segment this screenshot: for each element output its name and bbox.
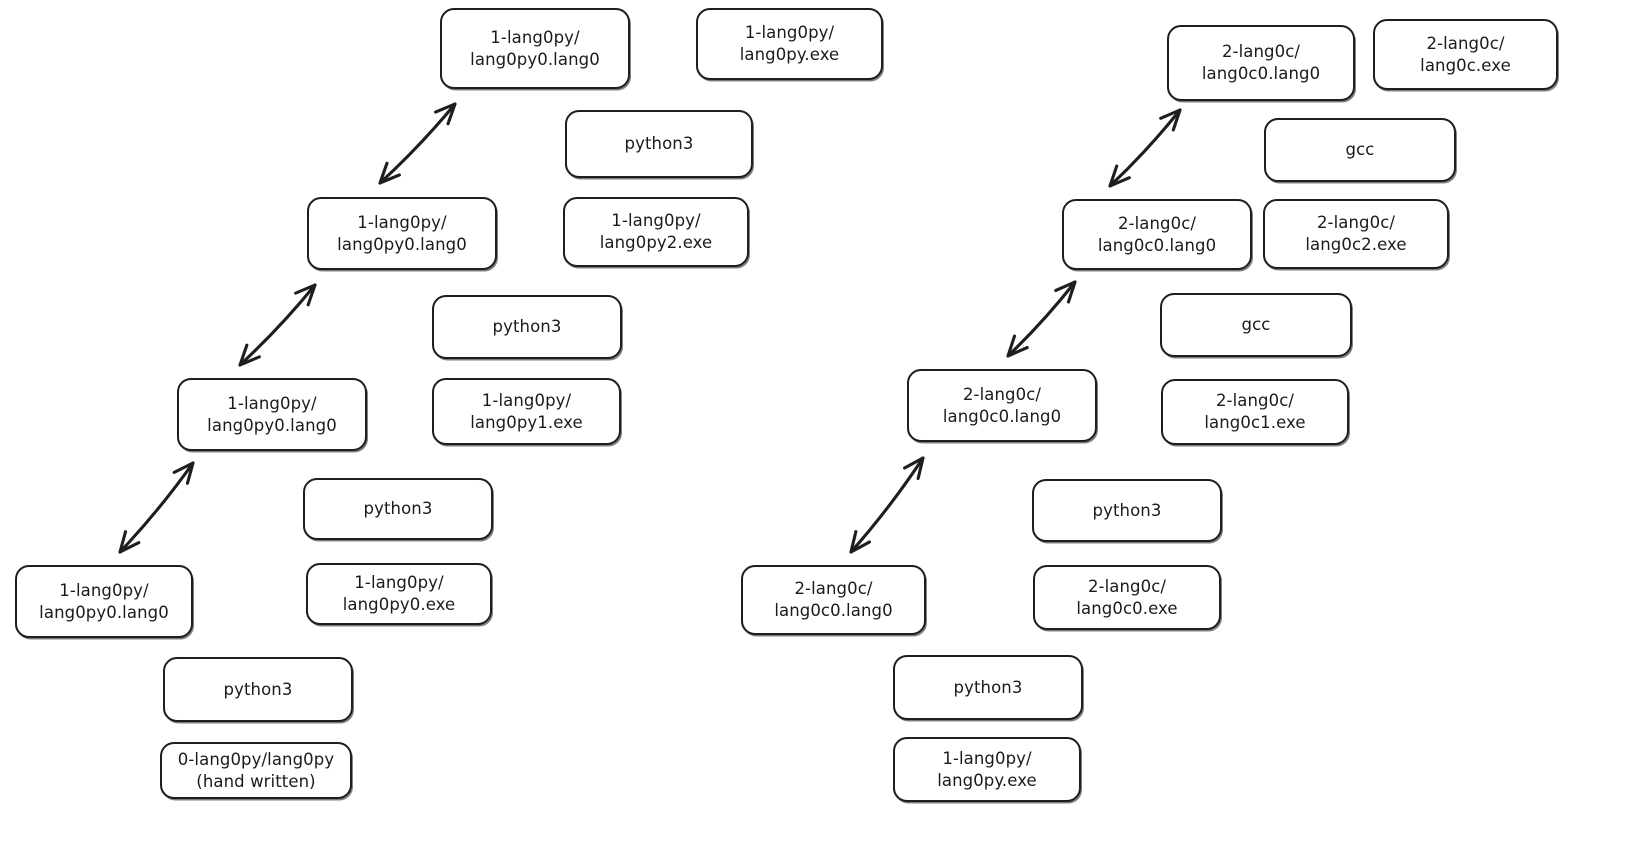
arrow-shaft <box>118 461 195 554</box>
node-label: 1-lang0py/ lang0py2.exe <box>599 211 713 252</box>
node-label: 1-lang0py/ lang0py0.lang0 <box>470 27 600 69</box>
node-c-boot[interactable]: 1-lang0py/ lang0py.exe <box>893 737 1081 802</box>
arrow-shaft <box>849 456 925 554</box>
node-label: gcc <box>1345 140 1375 160</box>
arrow-arrow-c-2-3 <box>1108 108 1182 188</box>
arrow-arrow-py-0-1 <box>118 461 195 554</box>
node-py-exe-0[interactable]: 1-lang0py/ lang0py0.exe <box>306 563 492 625</box>
node-label: python3 <box>492 317 562 337</box>
node-label: 2-lang0c/ lang0c0.lang0 <box>942 384 1062 426</box>
arrow-shaft <box>378 102 457 185</box>
node-py-tool-2[interactable]: python3 <box>565 110 753 178</box>
arrow-head-end <box>902 456 925 480</box>
node-py-exe-1[interactable]: 1-lang0py/ lang0py1.exe <box>432 378 621 445</box>
node-py-src-1[interactable]: 1-lang0py/ lang0py0.lang0 <box>177 378 367 451</box>
node-py-exe-2[interactable]: 1-lang0py/ lang0py2.exe <box>563 197 749 267</box>
node-label: 2-lang0c/ lang0c.exe <box>1420 33 1511 75</box>
arrow-head-end <box>294 283 317 307</box>
node-label: 1-lang0py/ lang0py0.lang0 <box>207 393 337 435</box>
node-label: 1-lang0py/ lang0py.exe <box>937 748 1037 790</box>
node-label: 2-lang0c/ lang0c1.exe <box>1204 391 1306 432</box>
node-c-src-0[interactable]: 2-lang0c/ lang0c0.lang0 <box>741 565 926 635</box>
node-label: 2-lang0c/ lang0c0.exe <box>1076 576 1178 618</box>
node-label: 1-lang0py/ lang0py0.lang0 <box>337 212 467 254</box>
node-label: 2-lang0c/ lang0c2.exe <box>1305 213 1407 254</box>
node-py-hand[interactable]: 0-lang0py/lang0py (hand written) <box>160 742 352 799</box>
arrow-head-end <box>1054 280 1077 304</box>
node-label: 1-lang0py/ lang0py.exe <box>739 23 840 64</box>
node-c-exe-0[interactable]: 2-lang0c/ lang0c0.exe <box>1033 565 1221 630</box>
node-py-src-0[interactable]: 1-lang0py/ lang0py0.lang0 <box>15 565 193 638</box>
node-c-src-1[interactable]: 2-lang0c/ lang0c0.lang0 <box>907 369 1097 442</box>
node-py-tool-0[interactable]: python3 <box>303 478 493 540</box>
arrow-head-start <box>378 161 401 185</box>
arrow-head-end <box>434 102 457 126</box>
node-c-tool-1[interactable]: gcc <box>1160 293 1352 357</box>
node-py-tool-1[interactable]: python3 <box>432 295 622 359</box>
node-py-exe-top[interactable]: 1-lang0py/ lang0py.exe <box>696 8 883 80</box>
node-py-src-2[interactable]: 1-lang0py/ lang0py0.lang0 <box>307 197 497 270</box>
arrow-head-start <box>238 343 261 367</box>
node-py-hand-tool[interactable]: python3 <box>163 657 353 722</box>
node-label: 2-lang0c/ lang0c0.lang0 <box>1201 42 1321 83</box>
node-label: 1-lang0py/ lang0py0.lang0 <box>39 580 169 622</box>
arrow-head-end <box>1159 108 1182 132</box>
node-label: python3 <box>363 499 433 519</box>
node-label: 1-lang0py/ lang0py1.exe <box>470 390 583 432</box>
node-label: 2-lang0c/ lang0c0.lang0 <box>774 579 893 620</box>
arrow-arrow-py-1-2 <box>238 283 317 367</box>
node-label: python3 <box>953 677 1023 697</box>
node-c-boot-tool[interactable]: python3 <box>893 655 1083 720</box>
arrow-shaft <box>1108 108 1182 188</box>
node-label: 2-lang0c/ lang0c0.lang0 <box>1097 213 1217 255</box>
node-c-tool-0[interactable]: python3 <box>1032 479 1222 542</box>
node-c-tool-2[interactable]: gcc <box>1264 118 1456 182</box>
arrow-shaft <box>1006 280 1077 358</box>
arrow-head-start <box>1108 164 1131 188</box>
node-c-src-3[interactable]: 2-lang0c/ lang0c0.lang0 <box>1167 25 1355 101</box>
node-label: 1-lang0py/ lang0py0.exe <box>342 573 456 614</box>
arrow-head-start <box>849 530 872 554</box>
arrow-head-start <box>118 530 141 554</box>
node-c-src-2[interactable]: 2-lang0c/ lang0c0.lang0 <box>1062 199 1252 270</box>
arrow-head-start <box>1006 334 1029 358</box>
node-label: 0-lang0py/lang0py (hand written) <box>177 749 335 791</box>
node-label: python3 <box>223 679 293 699</box>
node-c-exe-1[interactable]: 2-lang0c/ lang0c1.exe <box>1161 379 1349 445</box>
arrow-arrow-c-1-2 <box>1006 280 1077 358</box>
arrow-arrow-c-0-1 <box>849 456 925 554</box>
node-c-exe-2[interactable]: 2-lang0c/ lang0c2.exe <box>1263 199 1449 269</box>
arrow-shaft <box>238 283 317 367</box>
node-c-exe-top[interactable]: 2-lang0c/ lang0c.exe <box>1373 19 1558 90</box>
node-py-src-3[interactable]: 1-lang0py/ lang0py0.lang0 <box>440 8 630 89</box>
arrow-head-end <box>172 461 195 485</box>
arrow-arrow-py-2-3 <box>378 102 457 185</box>
node-label: gcc <box>1241 315 1271 335</box>
node-label: python3 <box>624 134 694 154</box>
node-label: python3 <box>1092 500 1162 520</box>
